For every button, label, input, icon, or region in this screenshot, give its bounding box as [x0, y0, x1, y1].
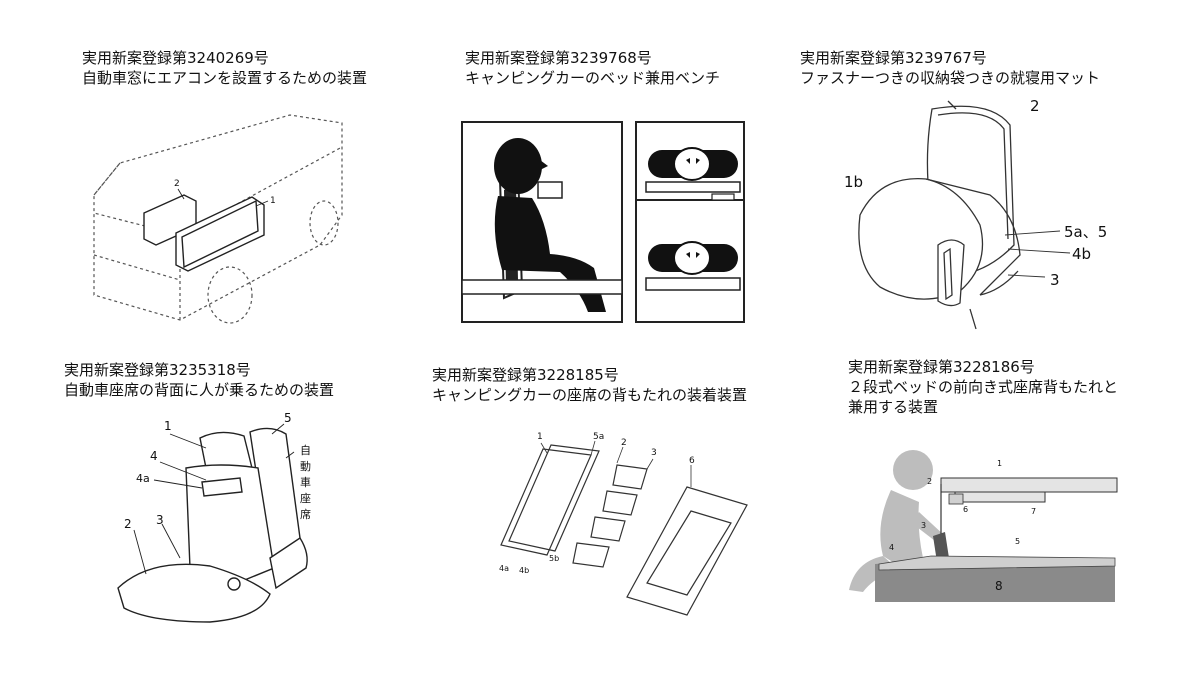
panel-6-label-4: 4	[889, 543, 894, 552]
panel-6-caption: 実用新案登録第3228186号 ２段式ベッドの前向き式座席背もたれと 兼用する装…	[848, 357, 1118, 417]
panel-1-drawing: 2 1	[93, 114, 343, 324]
panel-2-registration: 実用新案登録第3239768号	[465, 49, 652, 67]
panel-6-label-2: 2	[927, 477, 932, 486]
panel-3-label-3: 3	[1050, 271, 1060, 289]
panel-5-title: キャンピングカーの座席の背もたれの装着装置	[432, 386, 748, 404]
panel-3-caption: 実用新案登録第3239767号 ファスナーつきの収納袋つきの就寝用マット	[800, 48, 1100, 88]
panel-4-label-2: 2	[124, 517, 132, 531]
panel-3-drawing: 2 1b 5a、5 4b 3	[844, 97, 1107, 330]
panel-5-label-3: 3	[651, 448, 657, 458]
panel-3-title: ファスナーつきの収納袋つきの就寝用マット	[800, 69, 1101, 87]
panel-4-label-4: 4	[150, 449, 158, 463]
panel-5-label-6: 6	[689, 456, 695, 466]
panel-6-title-line-2: 兼用する装置	[848, 398, 939, 416]
panel-1-caption: 実用新案登録第3240269号 自動車窓にエアコンを設置するための装置	[82, 48, 367, 88]
panel-3-registration: 実用新案登録第3239767号	[800, 49, 987, 67]
panel-4-drawing: 1 5 4 4a 2 3 自 動 車 座 席	[117, 411, 311, 623]
panel-6-title-line-1: ２段式ベッドの前向き式座席背もたれと	[848, 378, 1119, 396]
panel-2-drawing	[461, 121, 745, 323]
panel-3-label-2: 2	[1030, 97, 1040, 115]
panel-4-label-car-seat-2: 動	[300, 459, 311, 473]
panel-6-label-1: 1	[997, 459, 1002, 468]
panel-1-label-2: 2	[174, 179, 180, 189]
panel-6-label-7: 7	[1031, 507, 1036, 516]
panel-6-label-6: 6	[963, 505, 968, 514]
panel-1-registration: 実用新案登録第3240269号	[82, 49, 269, 67]
panel-6-drawing: 1 2 6 7 3 4 5 8	[849, 450, 1118, 602]
panel-5-caption: 実用新案登録第3228185号 キャンピングカーの座席の背もたれの装着装置	[432, 365, 747, 405]
panel-5-label-5a: 5a	[593, 432, 604, 442]
panel-5-label-4a: 4a	[499, 564, 509, 573]
panel-6-registration: 実用新案登録第3228186号	[848, 358, 1035, 376]
panel-3-label-1b: 1b	[844, 173, 863, 191]
panel-3-label-5a5: 5a、5	[1064, 223, 1107, 241]
panel-4-title: 自動車座席の背面に人が乗るための装置	[64, 381, 335, 399]
panel-4-label-1: 1	[164, 419, 172, 433]
panel-4-label-car-seat-1: 自	[300, 444, 311, 457]
panel-3-label-4b: 4b	[1072, 245, 1091, 263]
panel-6-label-3: 3	[921, 521, 926, 530]
panel-2-caption: 実用新案登録第3239768号 キャンピングカーのベッド兼用ベンチ	[465, 48, 720, 88]
panel-1-title: 自動車窓にエアコンを設置するための装置	[82, 69, 368, 87]
panel-4-label-4a: 4a	[136, 472, 150, 485]
panel-6-label-8: 8	[995, 579, 1003, 593]
panel-4-label-5: 5	[284, 411, 292, 425]
panel-4-registration: 実用新案登録第3235318号	[64, 361, 251, 379]
panel-6-label-5: 5	[1015, 537, 1020, 546]
panel-5-registration: 実用新案登録第3228185号	[432, 366, 619, 384]
panel-4-label-car-seat-5: 席	[300, 507, 311, 521]
panel-5-label-1: 1	[537, 432, 543, 442]
panel-5-label-4b: 4b	[519, 566, 529, 575]
panel-2-title: キャンピングカーのベッド兼用ベンチ	[465, 69, 721, 87]
panel-5-label-5b: 5b	[549, 554, 559, 563]
panel-1-label-1: 1	[270, 196, 276, 206]
panel-5-drawing: 1 5a 2 3 6 4a 4b 5b	[499, 432, 748, 616]
panel-4-label-3: 3	[156, 513, 164, 527]
panel-4-label-car-seat-3: 車	[300, 475, 311, 489]
panel-4-caption: 実用新案登録第3235318号 自動車座席の背面に人が乗るための装置	[64, 360, 334, 400]
panel-5-label-2: 2	[621, 438, 627, 448]
panel-4-label-car-seat-4: 座	[300, 491, 311, 505]
